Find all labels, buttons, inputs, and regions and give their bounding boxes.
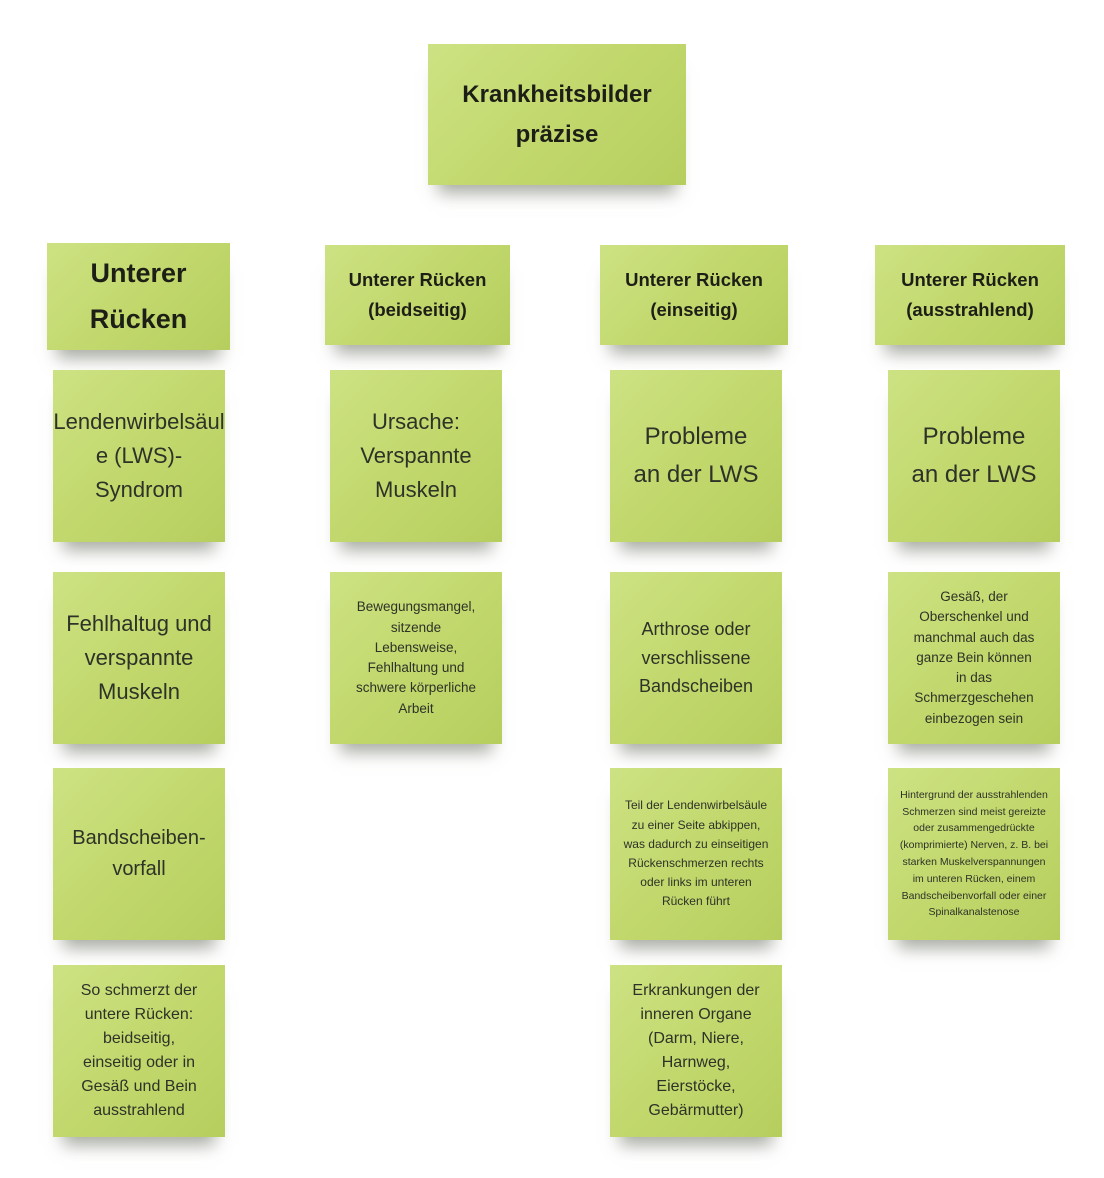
sticky-note[interactable]: Lendenwirbelsäule (LWS)-Syndrom <box>53 370 225 542</box>
note-text: Unterer Rücken (beidseitig) <box>348 269 487 320</box>
note-text: Lendenwirbelsäule (LWS)-Syndrom <box>53 408 225 503</box>
sticky-note[interactable]: Gesäß, der Oberschenkel und manchmal auc… <box>888 572 1060 744</box>
sticky-note[interactable]: Bandscheiben-vorfall <box>53 768 225 940</box>
note-text: Hintergrund der ausstrahlenden Schmerzen… <box>899 788 1049 919</box>
note-text: Bandscheiben-vorfall <box>72 827 206 880</box>
note-text: Arthrose oder verschlissene Bandscheiben <box>638 618 754 697</box>
sticky-note-title[interactable]: Krankheitsbilder präzise <box>428 44 686 185</box>
sticky-note[interactable]: Arthrose oder verschlissene Bandscheiben <box>610 572 782 744</box>
note-text: Bewegungsmangel, sitzende Lebensweise, F… <box>355 599 477 716</box>
sticky-note[interactable]: Teil der Lendenwirbelsäule zu einer Seit… <box>610 768 782 940</box>
note-text: Probleme an der LWS <box>633 422 759 488</box>
column-header-note[interactable]: Unterer Rücken <box>47 243 230 350</box>
note-text: So schmerzt der untere Rücken: beidseiti… <box>80 982 198 1119</box>
note-text: Probleme an der LWS <box>911 422 1037 488</box>
sticky-note[interactable]: Fehlhaltug und verspannte Muskeln <box>53 572 225 744</box>
note-text: Krankheitsbilder präzise <box>462 80 652 148</box>
sticky-note[interactable]: Erkrankungen der inneren Organe (Darm, N… <box>610 965 782 1137</box>
note-text: Unterer Rücken <box>89 257 188 334</box>
sticky-note[interactable]: Ursache: Verspannte Muskeln <box>330 370 502 542</box>
column-header-note[interactable]: Unterer Rücken (einseitig) <box>600 245 788 345</box>
note-text: Erkrankungen der inneren Organe (Darm, N… <box>632 982 760 1119</box>
sticky-note[interactable]: Hintergrund der ausstrahlenden Schmerzen… <box>888 768 1060 940</box>
note-text: Unterer Rücken (einseitig) <box>625 269 763 320</box>
note-text: Teil der Lendenwirbelsäule zu einer Seit… <box>623 798 769 909</box>
sticky-note[interactable]: So schmerzt der untere Rücken: beidseiti… <box>53 965 225 1137</box>
column-header-note[interactable]: Unterer Rücken (beidseitig) <box>325 245 510 345</box>
column-header-note[interactable]: Unterer Rücken (ausstrahlend) <box>875 245 1065 345</box>
sticky-note[interactable]: Probleme an der LWS <box>888 370 1060 542</box>
note-text: Fehlhaltug und verspannte Muskeln <box>66 610 212 705</box>
sticky-note[interactable]: Bewegungsmangel, sitzende Lebensweise, F… <box>330 572 502 744</box>
note-text: Unterer Rücken (ausstrahlend) <box>901 269 1039 320</box>
sticky-note[interactable]: Probleme an der LWS <box>610 370 782 542</box>
note-text: Ursache: Verspannte Muskeln <box>360 408 472 503</box>
note-text: Gesäß, der Oberschenkel und manchmal auc… <box>913 589 1035 726</box>
